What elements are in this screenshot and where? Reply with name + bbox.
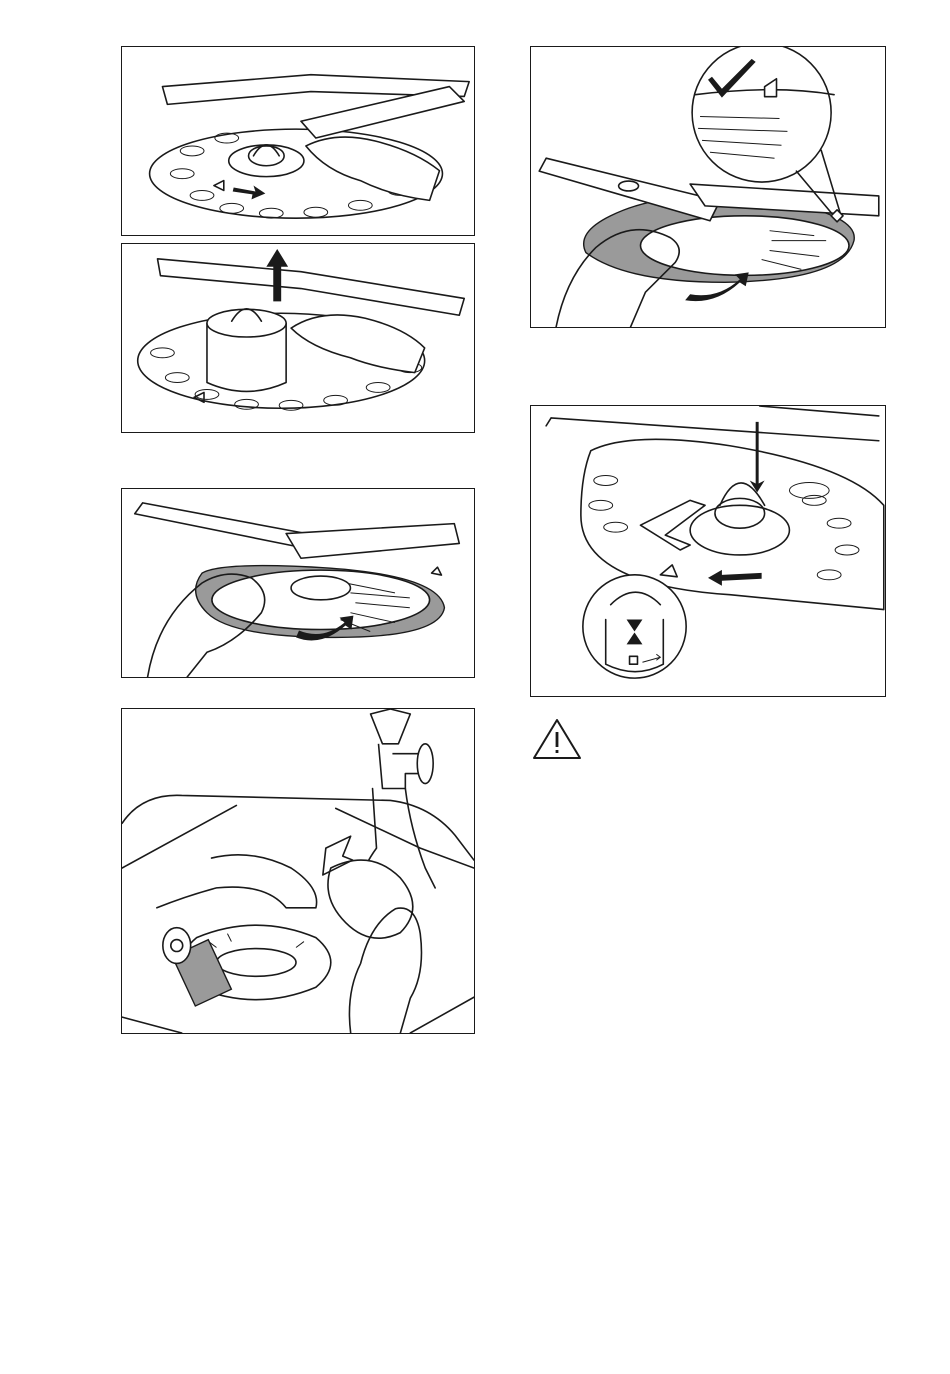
illustration-rinse-filters [122,709,474,1033]
figure-remove-flat-filter [121,488,475,678]
figure-turn-filter-counterclockwise [121,46,475,236]
illustration-remove-flat-filter [122,489,474,677]
figure-insert-and-lock-filter [530,405,886,697]
figure-refit-flat-filter-check [530,46,886,328]
illustration-insert-lock-filter [531,406,885,696]
illustration-lift-filter [122,244,474,432]
illustration-refit-flat-filter [531,47,885,327]
lock-icon [630,656,638,664]
warning-triangle-icon [530,716,584,762]
figure-lift-filter-out [121,243,475,433]
illustration-turn-filter [122,47,474,235]
figure-rinse-filters-under-tap [121,708,475,1034]
